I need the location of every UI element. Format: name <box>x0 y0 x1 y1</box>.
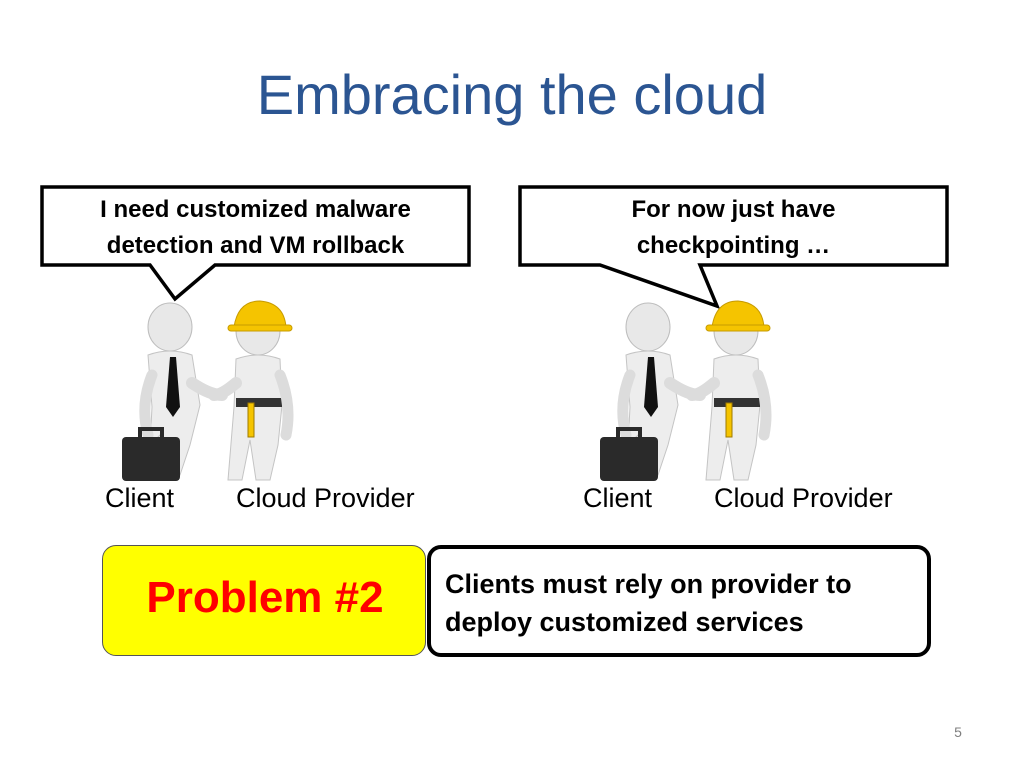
briefcase-icon <box>122 437 180 481</box>
slide-title: Embracing the cloud <box>256 63 768 126</box>
client-label-right: Client <box>583 483 653 513</box>
problem-description-box: Clients must rely on provider to deploy … <box>427 545 931 657</box>
callout-right-line2: checkpointing … <box>636 232 831 259</box>
page-number: 5 <box>954 724 962 740</box>
provider-label-left: Cloud Provider <box>236 483 415 513</box>
hardhat-icon <box>233 300 287 328</box>
handshake-illustration-left <box>122 300 294 481</box>
problem-label: Problem #2 <box>146 573 384 622</box>
callout-left-line2: detection and VM rollback <box>106 232 405 259</box>
problem-box: Problem #2 <box>102 545 426 656</box>
problem-description-line2: deploy customized services <box>445 607 804 637</box>
provider-figure-icon <box>686 300 772 481</box>
callout-left-line1: I need customized malware <box>100 196 411 223</box>
callout-right-line1: For now just have <box>631 196 836 223</box>
client-figure-icon <box>600 302 706 481</box>
problem-description: Clients must rely on provider to deploy … <box>445 565 929 641</box>
briefcase-icon <box>600 437 658 481</box>
provider-label-right: Cloud Provider <box>714 483 893 513</box>
handshake-illustration-right <box>600 300 772 481</box>
client-figure-icon <box>122 302 228 481</box>
provider-figure-icon <box>208 300 294 481</box>
callout-text-left: I need customized malware detection and … <box>42 192 469 264</box>
callout-bubble-left <box>40 185 471 302</box>
client-label-left: Client <box>105 483 175 513</box>
callout-text-right: For now just have checkpointing … <box>520 192 947 264</box>
problem-description-line1: Clients must rely on provider to <box>445 569 852 599</box>
callout-bubble-right <box>518 185 949 309</box>
hardhat-icon <box>711 300 765 328</box>
